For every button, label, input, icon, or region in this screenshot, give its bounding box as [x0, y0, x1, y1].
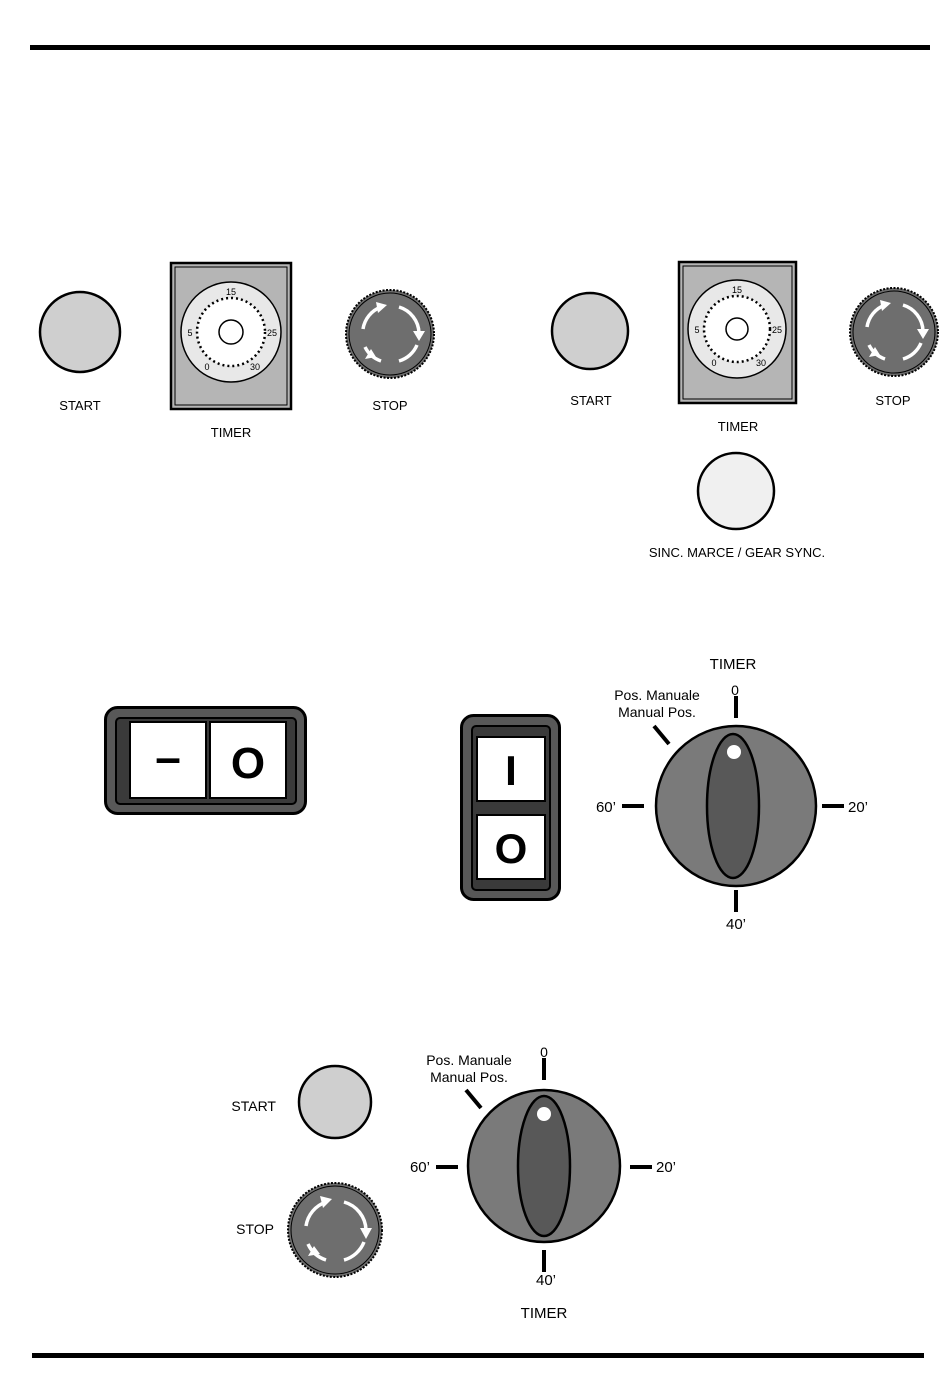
rocker-switch-horizontal[interactable]: – O [104, 706, 308, 816]
panel1-start-label: START [59, 398, 100, 413]
knob1-timer-knob[interactable] [590, 680, 890, 940]
panel1-stop-label: STOP [372, 398, 407, 413]
panel3-start-button[interactable] [297, 1064, 377, 1144]
knob1-mark-40: 40’ [726, 916, 746, 933]
top-rule [30, 45, 930, 50]
panel2-timer-label: TIMER [718, 419, 758, 434]
rocker-v-i-symbol: I [505, 747, 517, 794]
panel1-dial-mark-25: 25 [267, 328, 277, 338]
panel2-dial-mark-5: 5 [694, 325, 699, 335]
knob1-mark-60: 60’ [596, 799, 616, 816]
bottom-rule [32, 1353, 924, 1358]
panel1-timer-dial[interactable]: 15 5 25 0 30 [170, 262, 292, 410]
panel3-mark-40: 40’ [536, 1272, 556, 1289]
panel2-dial-mark-15: 15 [732, 285, 742, 295]
panel2-sync-button[interactable] [696, 452, 778, 534]
panel3-mark-20: 20’ [656, 1159, 676, 1176]
panel1-dial-mark-0: 0 [204, 362, 209, 372]
panel1-start-button[interactable] [38, 292, 124, 378]
panel1-dial-mark-5: 5 [187, 328, 192, 338]
panel2-timer-dial[interactable]: 15 5 25 0 30 [678, 261, 798, 405]
panel1-stop-button[interactable] [345, 289, 437, 381]
panel3-start-label: START [231, 1098, 276, 1114]
panel3-mark-0: 0 [540, 1044, 548, 1060]
panel2-start-button[interactable] [550, 292, 632, 374]
panel1-dial-mark-30: 30 [250, 362, 260, 372]
panel2-dial-mark-25: 25 [772, 325, 782, 335]
panel2-dial-mark-0: 0 [711, 358, 716, 368]
rocker-h-minus-symbol: – [155, 731, 181, 783]
knob1-title: TIMER [710, 656, 757, 673]
panel3-stop-button[interactable] [286, 1184, 386, 1280]
panel3-stop-label: STOP [236, 1221, 274, 1237]
panel2-stop-label: STOP [875, 393, 910, 408]
knob1-mark-0: 0 [731, 682, 739, 698]
panel3-mark-60: 60’ [410, 1159, 430, 1176]
panel2-stop-button[interactable] [848, 288, 942, 380]
panel1-dial-mark-15: 15 [226, 287, 236, 297]
panel1-timer-label: TIMER [211, 425, 251, 440]
panel2-sync-label: SINC. MARCE / GEAR SYNC. [649, 545, 825, 560]
rocker-h-o-symbol: O [231, 739, 265, 788]
panel3-timer-label: TIMER [521, 1305, 568, 1322]
knob1-mark-20: 20’ [848, 799, 868, 816]
rocker-switch-vertical[interactable]: I O [460, 714, 562, 902]
panel2-start-label: START [570, 393, 611, 408]
panel2-dial-mark-30: 30 [756, 358, 766, 368]
panel3-timer-knob[interactable] [400, 1040, 700, 1300]
rocker-v-o-symbol: O [495, 825, 528, 872]
